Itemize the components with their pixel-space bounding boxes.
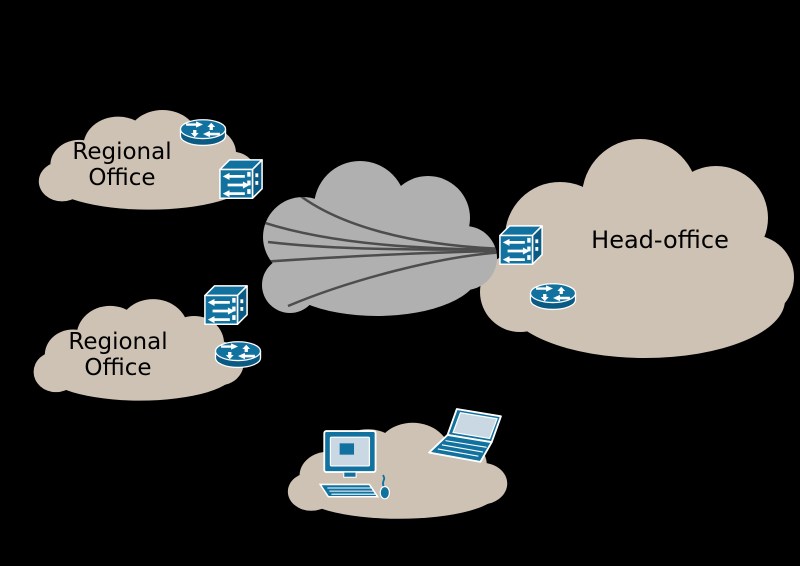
router-icon	[529, 283, 577, 311]
cloud-internet	[262, 161, 497, 316]
regional-office-bottom-label: Regional Office	[30, 329, 206, 381]
vpn-gateway-icon	[204, 285, 248, 326]
head-office-label: Head-office	[591, 226, 729, 254]
vpn-gateway-icon	[499, 225, 543, 266]
label-line: Regional	[68, 329, 168, 355]
wan-link	[262, 249, 497, 264]
router-icon	[214, 341, 262, 369]
cloud-head-office	[480, 139, 794, 358]
vpn-gateway-icon	[219, 159, 263, 200]
label-line: Office	[84, 355, 152, 381]
wan-link	[283, 181, 497, 251]
wan-link	[287, 250, 497, 308]
label-line: Office	[88, 165, 156, 191]
label-line: Regional	[72, 139, 172, 165]
wan-links	[262, 181, 497, 308]
regional-office-top-label: Regional Office	[36, 139, 208, 191]
wan-link	[267, 240, 497, 252]
